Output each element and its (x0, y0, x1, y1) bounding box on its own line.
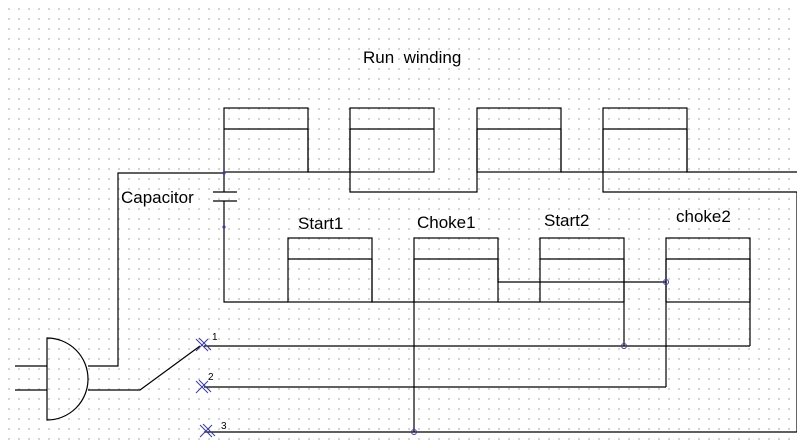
start-choke-winding (287, 237, 751, 303)
run-coil-4 (602, 107, 688, 173)
terminal-label-2: 2 (208, 372, 214, 383)
label-start1: Start1 (298, 214, 343, 233)
terminal-label-3: 3 (221, 421, 227, 432)
switch-terminal-2: 2 (195, 372, 214, 394)
label-choke1: Choke1 (417, 213, 476, 232)
coil-choke1 (413, 237, 499, 303)
wiring (88, 129, 797, 433)
run-coil-3 (476, 107, 562, 173)
coil-start2 (539, 237, 625, 303)
plug-icon (46, 337, 89, 421)
run-winding-title: Run winding (363, 48, 461, 67)
coil-choke2 (665, 237, 751, 303)
label-choke2: choke2 (676, 207, 731, 226)
coil-start1 (287, 237, 373, 303)
run-winding (223, 107, 688, 173)
switch-terminal-1: 1 (195, 332, 218, 352)
run-coil-1 (223, 107, 309, 173)
run-coil-2 (349, 107, 435, 173)
switch-terminal-3: 3 (199, 421, 227, 438)
label-start2: Start2 (544, 211, 589, 230)
terminal-label-1: 1 (212, 332, 218, 343)
capacitor-label: Capacitor (121, 188, 194, 207)
junction-nodes (222, 171, 669, 435)
